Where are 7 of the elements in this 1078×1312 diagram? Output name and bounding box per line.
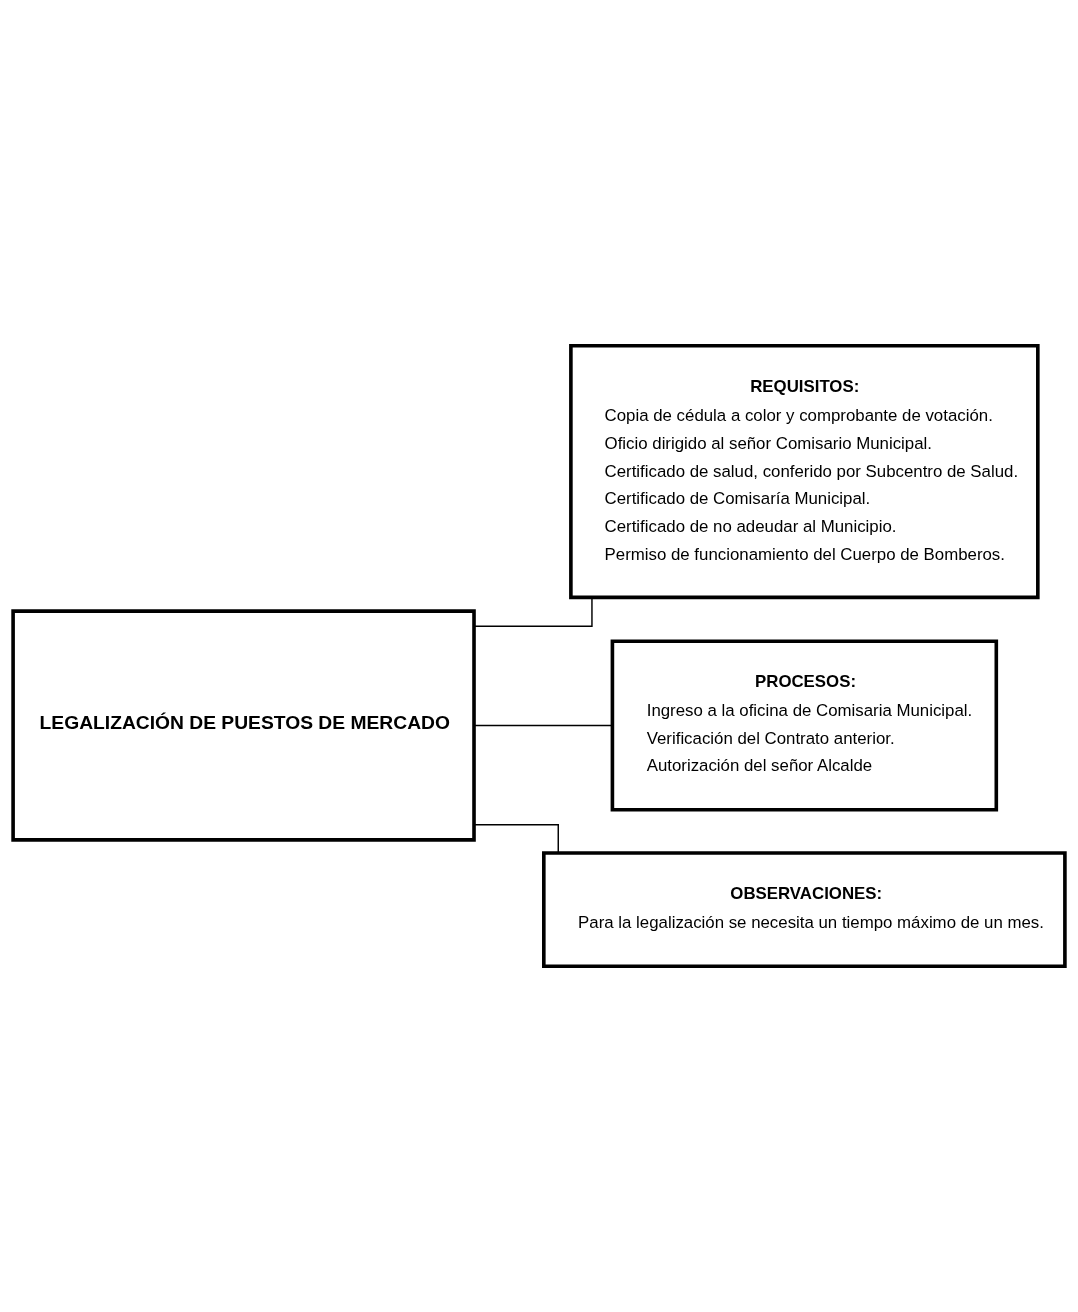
connector [473, 724, 613, 727]
connector [473, 824, 559, 854]
node-box: LEGALIZACIÓN DE PUESTOS DE MERCADO [11, 609, 476, 842]
connector [473, 596, 593, 627]
node-box: OBSERVACIONES: Para la legalización se necesita un tiempo máximo de un mes. [542, 851, 1067, 968]
node-box: PROCESOS: Ingreso a la oficina de Comisaria Municipal. Verificación del Contrato anterior. Autorización del señor Alcalde [610, 639, 999, 812]
node-box: REQUISITOS: Copia de cédula a color y comprobante de votación. Oficio dirigido al señor Comisario Municipal. Certificado de salud, conferido por Subcentro de Salud. Certificado de Comisaría Municipal. Certificado de no adeudar al Municipio. Permiso de funcionamiento del Cuerpo de Bomberos. [569, 344, 1040, 600]
